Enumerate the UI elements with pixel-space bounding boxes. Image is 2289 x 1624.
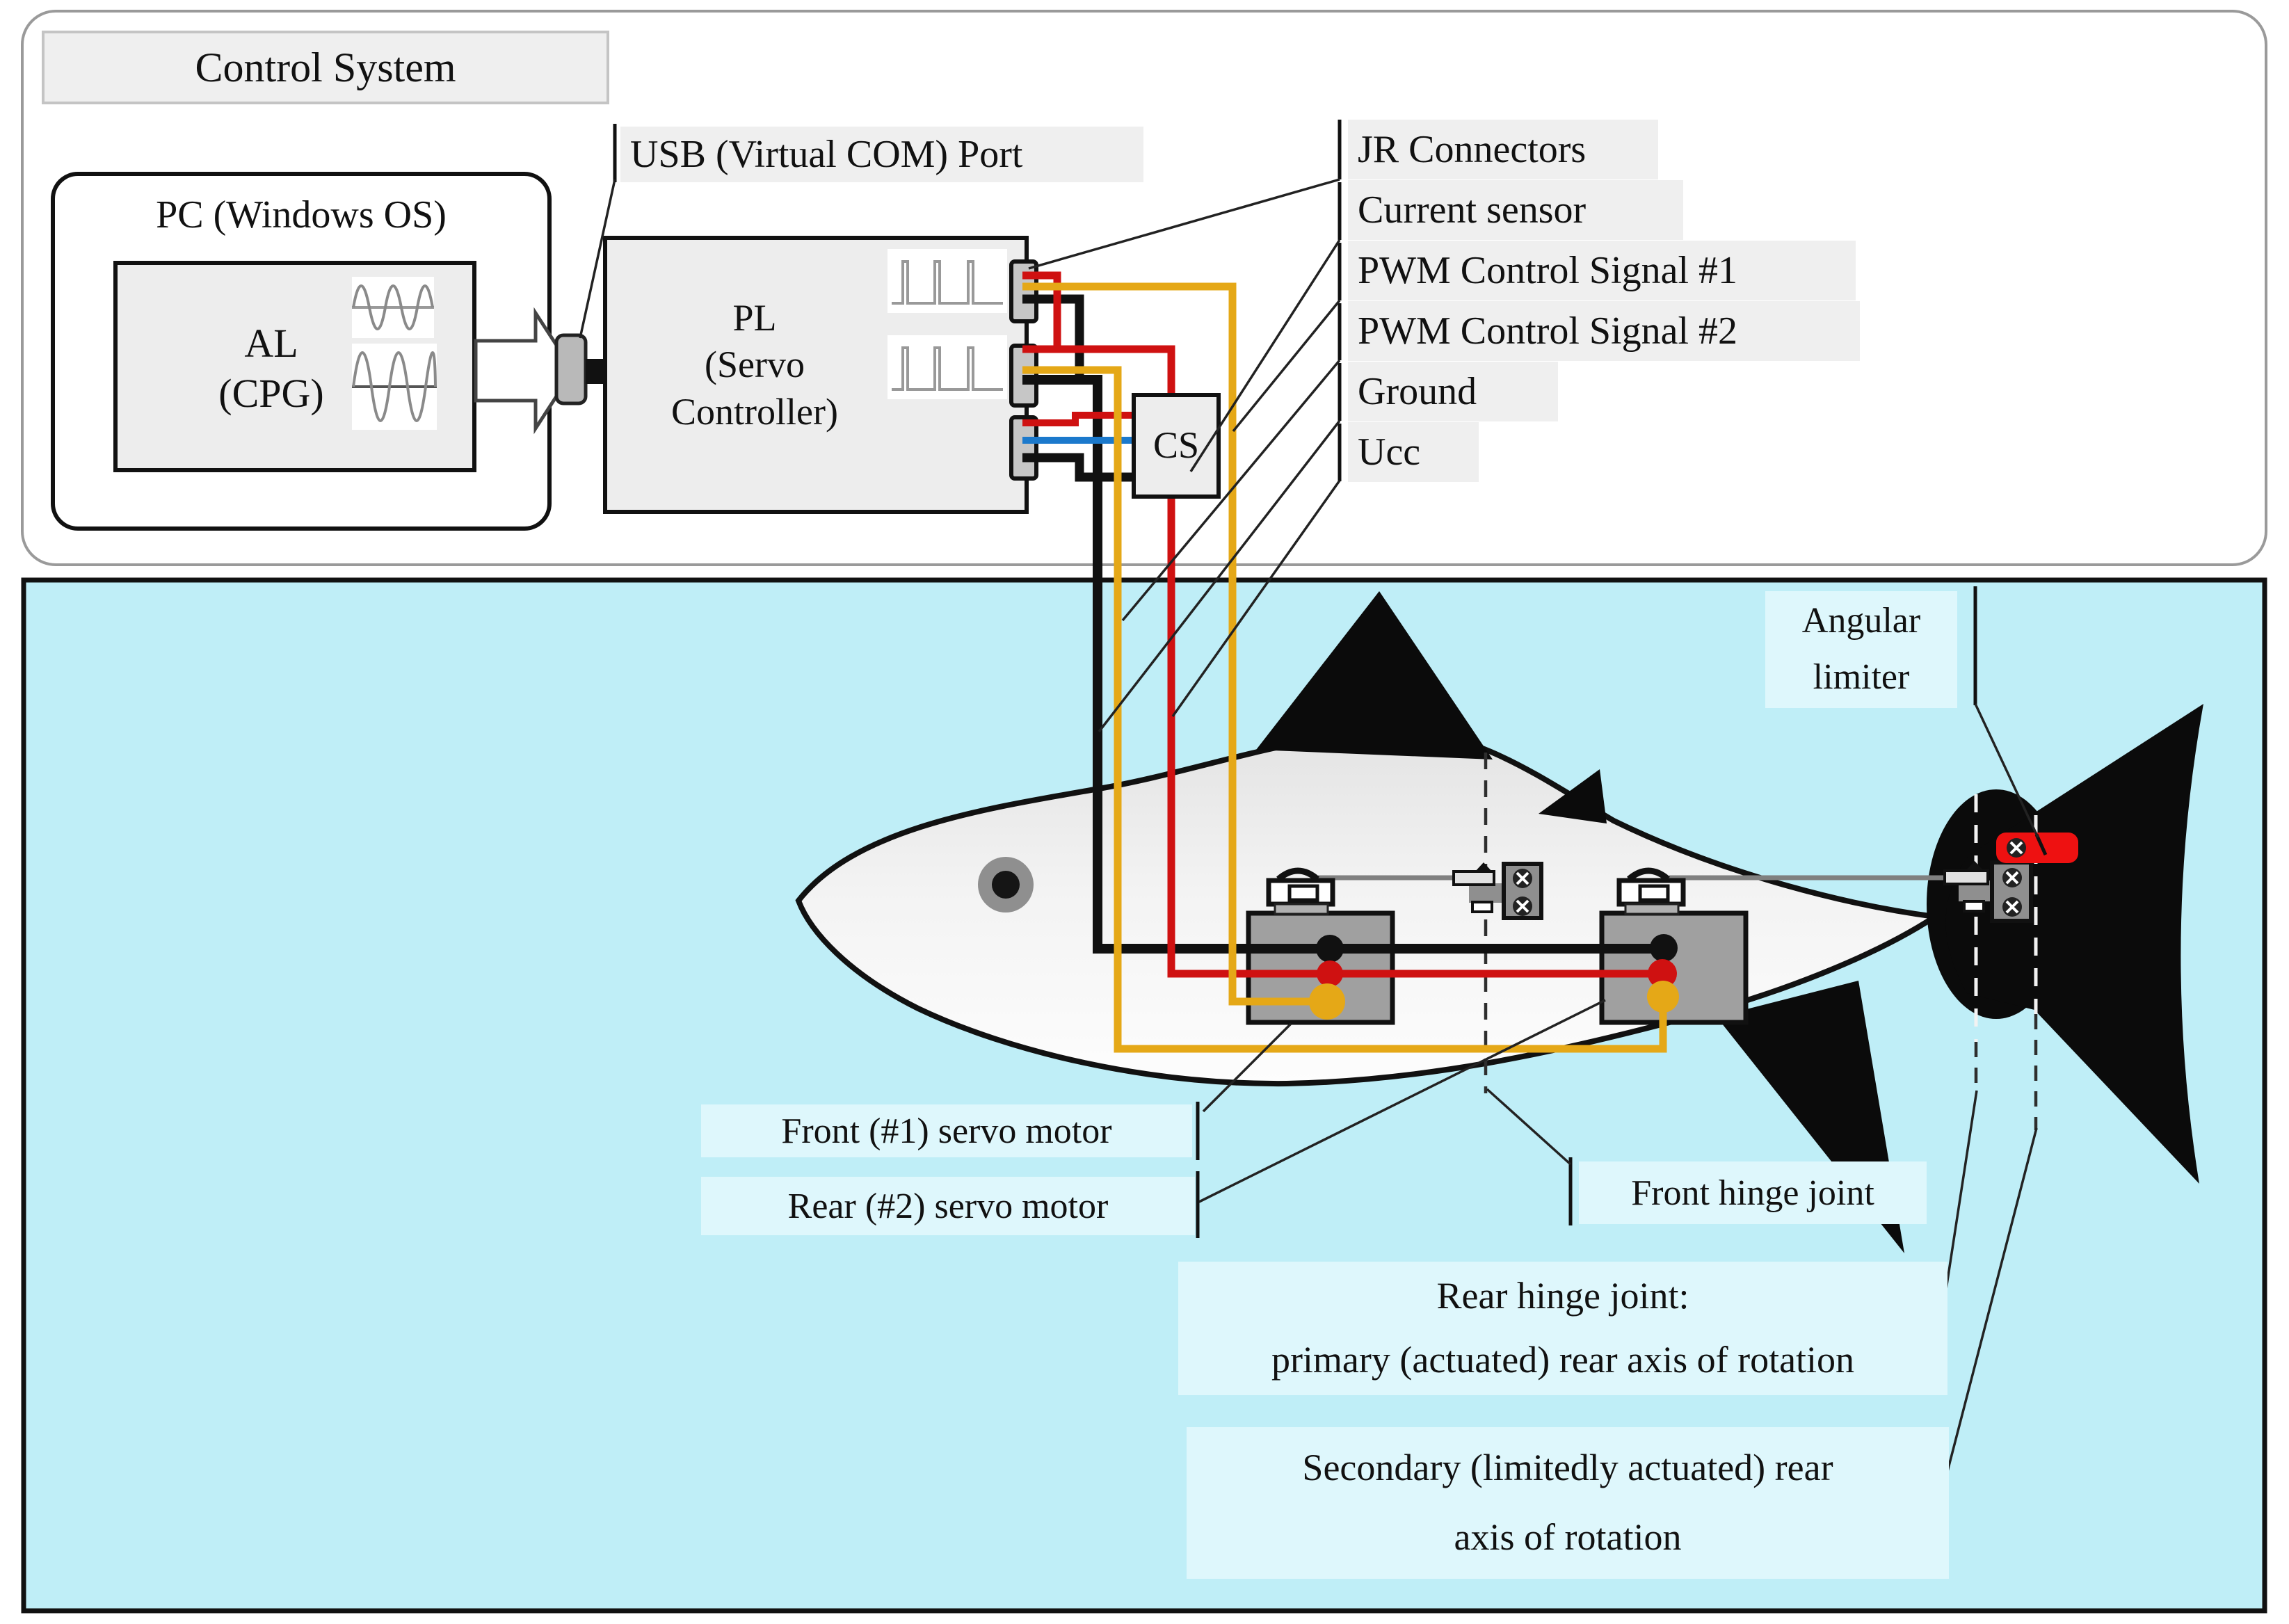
control-system-title-box bbox=[42, 31, 609, 104]
jr-connectors-label: JR Connectors bbox=[1348, 120, 1658, 179]
rear-hinge-line-2: primary (actuated) rear axis of rotation bbox=[1271, 1339, 1855, 1381]
ground-label: Ground bbox=[1348, 362, 1558, 421]
pl-line-2: (Servo bbox=[705, 344, 805, 386]
control-system-title: Control System bbox=[195, 44, 456, 90]
rear-servo-horn bbox=[1616, 867, 1686, 915]
label-tick-lines bbox=[613, 120, 1977, 1579]
pwm-pulse-icon bbox=[888, 249, 1007, 313]
angular-limiter-line-2: limiter bbox=[1813, 657, 1910, 697]
screw-head-icon bbox=[1513, 869, 1532, 916]
al-box-label: AL (CPG) bbox=[139, 299, 403, 438]
current-sensor-label: Current sensor bbox=[1348, 180, 1683, 240]
fish-eye-pupil bbox=[992, 871, 1020, 899]
jr-connector-tab-icon bbox=[1009, 415, 1038, 481]
angular-limiter-line-1: Angular bbox=[1801, 601, 1921, 641]
pl-line-3: Controller) bbox=[671, 390, 838, 433]
front-servo-ucc-terminal bbox=[1317, 960, 1343, 987]
pwm2-wire-rear-servo bbox=[1022, 366, 1667, 1053]
front-hinge-joint-label: Front hinge joint bbox=[1579, 1161, 1927, 1224]
pl-box-label: PL (Servo Controller) bbox=[629, 278, 880, 452]
cs-box-label: CS bbox=[1152, 424, 1200, 467]
pwm-signal-2-label: PWM Control Signal #2 bbox=[1348, 301, 1860, 361]
front-servo-ground-terminal bbox=[1316, 935, 1344, 963]
secondary-axis-line-2: axis of rotation bbox=[1454, 1516, 1682, 1558]
rear-hinge-line-1: Rear hinge joint: bbox=[1436, 1275, 1689, 1317]
usb-port-label: USB (Virtual COM) Port bbox=[620, 127, 1143, 182]
usb-connector-icon bbox=[554, 333, 588, 405]
rear-servo-ground-terminal bbox=[1650, 934, 1678, 962]
al-line-1: AL bbox=[244, 320, 298, 366]
rear-servo-label: Rear (#2) servo motor bbox=[701, 1177, 1195, 1235]
rear-hinge-joint-label: Rear hinge joint: primary (actuated) rea… bbox=[1178, 1262, 1947, 1395]
al-line-2: (CPG) bbox=[218, 371, 324, 416]
rear-hinge-joint bbox=[1943, 860, 2033, 923]
front-servo-horn bbox=[1266, 867, 1335, 915]
ucc-wire-cs bbox=[1022, 412, 1135, 426]
ucc-wire-jr1 bbox=[1022, 271, 1061, 349]
angular-limiter-label: Angular limiter bbox=[1765, 591, 1957, 708]
pwm-signal-1-label: PWM Control Signal #1 bbox=[1348, 241, 1856, 300]
sine-wave-icon bbox=[352, 344, 437, 430]
rear-servo-pwm-terminal bbox=[1647, 981, 1679, 1013]
ground-wire-main bbox=[1022, 375, 1663, 954]
front-servo-pwm-terminal bbox=[1309, 983, 1345, 1020]
ucc-wire-main bbox=[1022, 345, 1663, 978]
secondary-axis-line-1: Secondary (limitedly actuated) rear bbox=[1302, 1447, 1833, 1489]
pc-box-label: PC (Windows OS) bbox=[156, 193, 447, 236]
angular-limiter bbox=[1996, 833, 2078, 863]
secondary-axis-label: Secondary (limitedly actuated) rear axis… bbox=[1187, 1427, 1949, 1579]
pwm-pulse-icon bbox=[888, 335, 1007, 399]
second-dorsal-fin bbox=[1539, 769, 1607, 823]
sine-wave-icon bbox=[352, 277, 434, 338]
front-hinge-joint bbox=[1452, 862, 1543, 920]
dorsal-fin bbox=[1256, 591, 1493, 759]
ground-wire-cs bbox=[1022, 453, 1132, 482]
pwm1-wire-front-servo bbox=[1022, 282, 1326, 1006]
ucc-label: Ucc bbox=[1348, 422, 1479, 482]
front-servo-label: Front (#1) servo motor bbox=[701, 1104, 1192, 1157]
pl-line-1: PL bbox=[732, 296, 777, 339]
screw-head-icon bbox=[2002, 868, 2022, 917]
rear-servo-ucc-terminal bbox=[1648, 959, 1677, 988]
caudal-fin bbox=[1945, 704, 2203, 1184]
cs-box bbox=[1132, 393, 1221, 499]
block-arrow-icon bbox=[474, 307, 575, 435]
jr-connector-tab-icon bbox=[1009, 259, 1038, 323]
